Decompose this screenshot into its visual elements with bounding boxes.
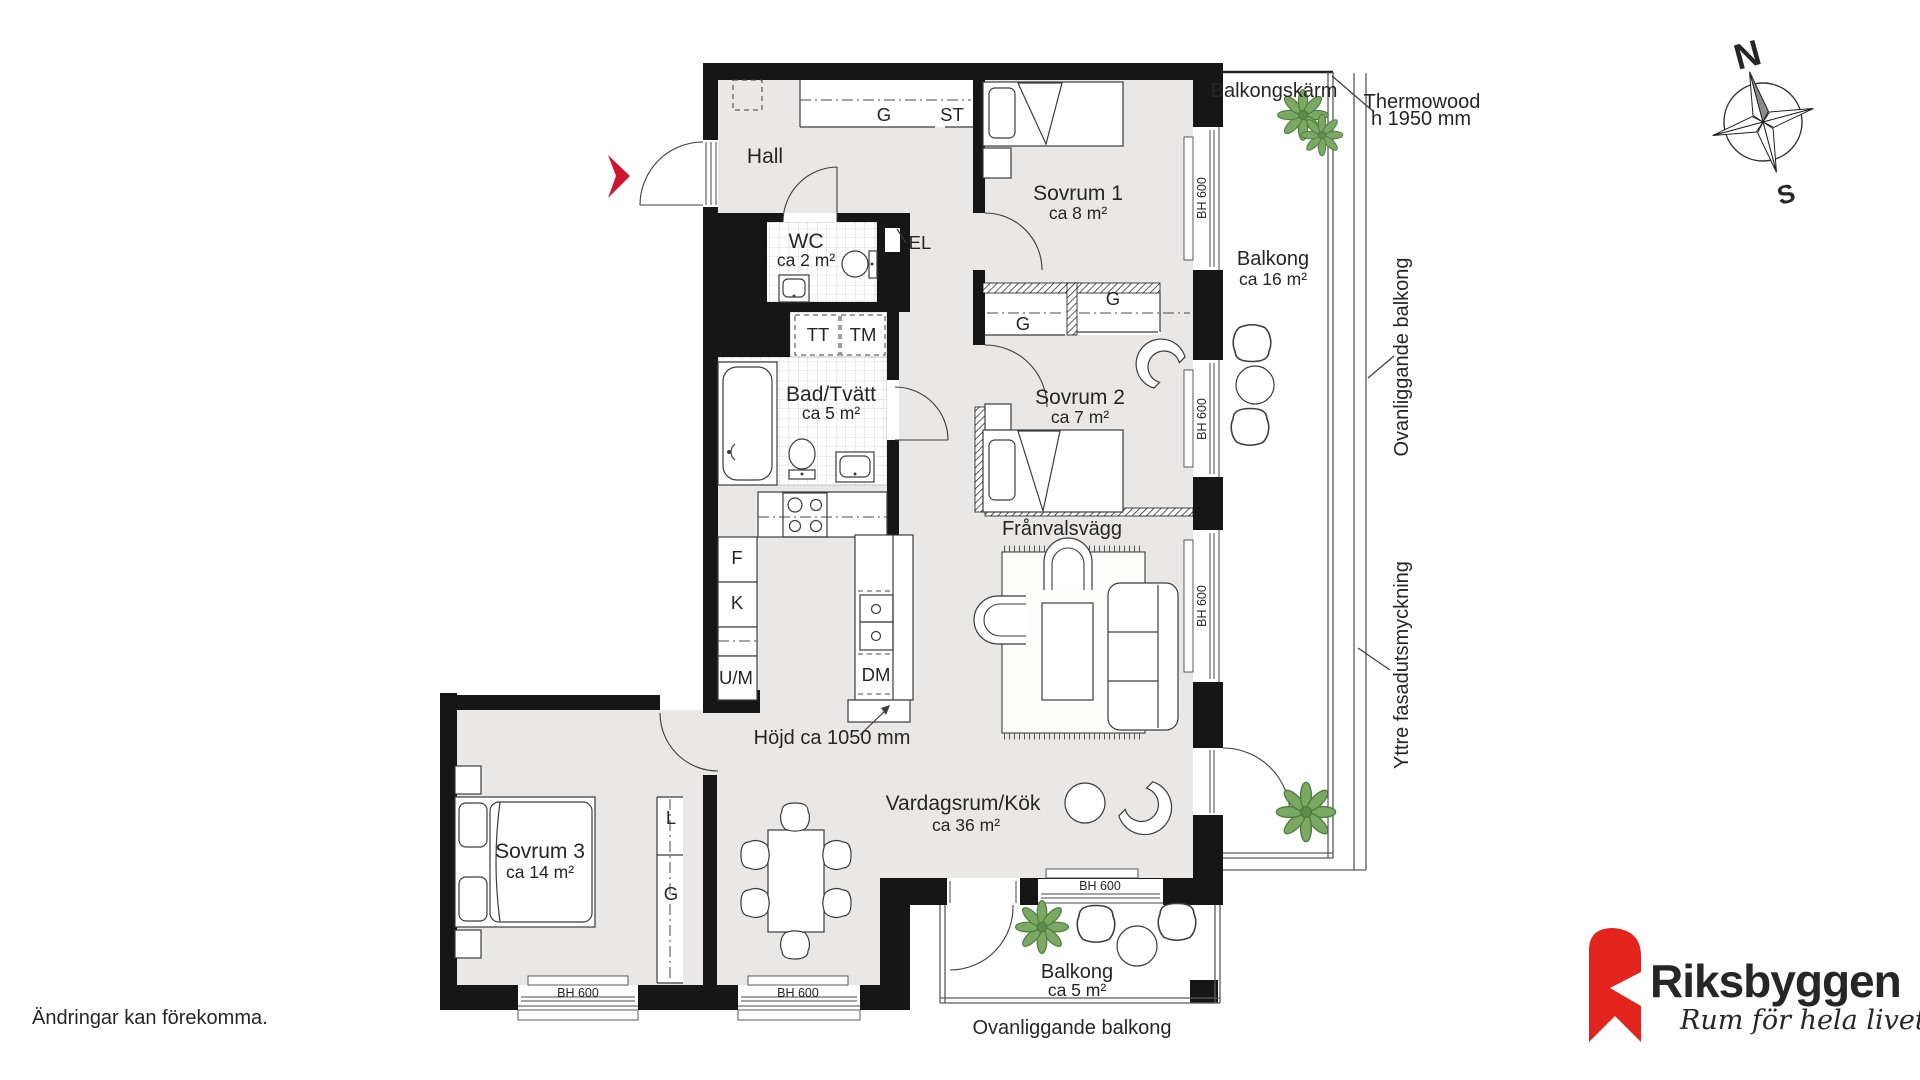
compass-north-label: N (1729, 31, 1765, 77)
compass-south-label: S (1774, 177, 1799, 210)
plant-icon (1014, 899, 1070, 955)
compass-icon: N S (1712, 31, 1814, 211)
annotations: Frånvalsvägg Höjd ca 1050 mm Balkongskär… (32, 80, 1480, 1039)
label-bh600-2: BH 600 (1195, 398, 1209, 440)
label-ovanliggande-bottom: Ovanliggande balkong (972, 1017, 1171, 1039)
balcony-right (1223, 70, 1367, 871)
hall-closet (732, 79, 973, 128)
label-st-hall: ST (940, 104, 964, 125)
walls (440, 63, 1223, 1010)
bath-fixtures (717, 361, 875, 486)
room-area-bad: ca 5 m² (802, 403, 861, 423)
room-label-balkong-liten: Balkong (1041, 961, 1113, 983)
label-tt: TT (807, 324, 830, 345)
wc-fixtures (778, 250, 878, 303)
logo-riksbyggen: Riksbyggen Rum för hela livet (1589, 928, 1920, 1042)
window-height-labels: BH 600 BH 600 BH 600 BH 600 BH 600 BH 60… (557, 177, 1209, 1000)
label-thermowood-2: h 1950 mm (1371, 108, 1471, 130)
label-dm: DM (862, 664, 891, 685)
room-label-wc: WC (789, 230, 824, 253)
logo-tagline-text: Rum för hela livet (1679, 1005, 1920, 1036)
balcony-bottom (939, 899, 1221, 1004)
room-label-sovrum3: Sovrum 3 (495, 840, 585, 863)
room-label-bad: Bad/Tvätt (786, 383, 876, 406)
label-bh600-1: BH 600 (1195, 177, 1209, 219)
label-bh600-4: BH 600 (557, 986, 599, 1000)
room-area-wc: ca 2 m² (777, 250, 836, 270)
laundry-machines (794, 314, 886, 356)
label-g-hall: G (877, 104, 891, 125)
label-g-closet1: G (1016, 313, 1030, 334)
label-f: F (731, 547, 742, 568)
label-k: K (731, 592, 744, 613)
room-area-sovrum3: ca 14 m² (506, 862, 574, 882)
label-l: L (666, 807, 676, 828)
plant-icon (1300, 113, 1344, 157)
room-area-sovrum2: ca 7 m² (1051, 407, 1110, 427)
leader-lines (859, 75, 1395, 736)
room-area-sovrum1: ca 8 m² (1049, 203, 1108, 223)
label-bh600-5: BH 600 (777, 986, 819, 1000)
label-hojd: Höjd ca 1050 mm (754, 727, 911, 749)
logo-brand-text: Riksbyggen (1650, 955, 1901, 1007)
entrance-arrow-icon (608, 155, 630, 198)
label-bh600-6: BH 600 (1079, 879, 1121, 893)
room-label-sovrum1: Sovrum 1 (1033, 182, 1123, 205)
windows (517, 127, 1220, 1021)
label-yttre-fasad: Yttre fasadutsmyckning (1391, 561, 1413, 769)
kitchen (717, 491, 914, 723)
sovrum1-furniture (982, 81, 1124, 179)
room-label-vardagsrum: Vardagsrum/Kök (886, 792, 1041, 815)
bedroom-closets (985, 293, 1190, 336)
label-g-sov3: G (664, 883, 678, 904)
plant-icon (1275, 781, 1337, 843)
room-area-balkong-liten: ca 5 m² (1048, 980, 1107, 1000)
sovrum2-furniture (982, 338, 1186, 514)
label-balkongskarm: Balkongskärm (1211, 80, 1338, 102)
sovrum3-furniture (454, 765, 683, 984)
label-disclaimer: Ändringar kan förekomma. (32, 1007, 268, 1029)
room-area-balkong-stor: ca 16 m² (1239, 269, 1307, 289)
room-label-balkong-stor: Balkong (1237, 248, 1309, 270)
fixture-labels: G ST EL TT TM F K U/M DM L G G G (664, 104, 1120, 904)
label-el: EL (909, 232, 932, 253)
room-labels: Hall WC ca 2 m² Bad/Tvätt ca 5 m² Sovrum… (495, 145, 1309, 1000)
label-g-closet2: G (1106, 288, 1120, 309)
logo-mark (1589, 928, 1641, 1042)
room-label-hall: Hall (747, 145, 783, 168)
room-label-sovrum2: Sovrum 2 (1035, 386, 1125, 409)
label-thermowood-1: Thermowood (1364, 91, 1481, 113)
label-um: U/M (719, 667, 753, 688)
label-franvalsvagg: Frånvalsvägg (1002, 518, 1122, 540)
room-area-vardagsrum: ca 36 m² (932, 815, 1000, 835)
label-ovanliggande-right: Ovanliggande balkong (1391, 257, 1413, 456)
label-bh600-3: BH 600 (1195, 585, 1209, 627)
label-tm: TM (850, 324, 877, 345)
livingroom-furniture (740, 537, 1179, 960)
